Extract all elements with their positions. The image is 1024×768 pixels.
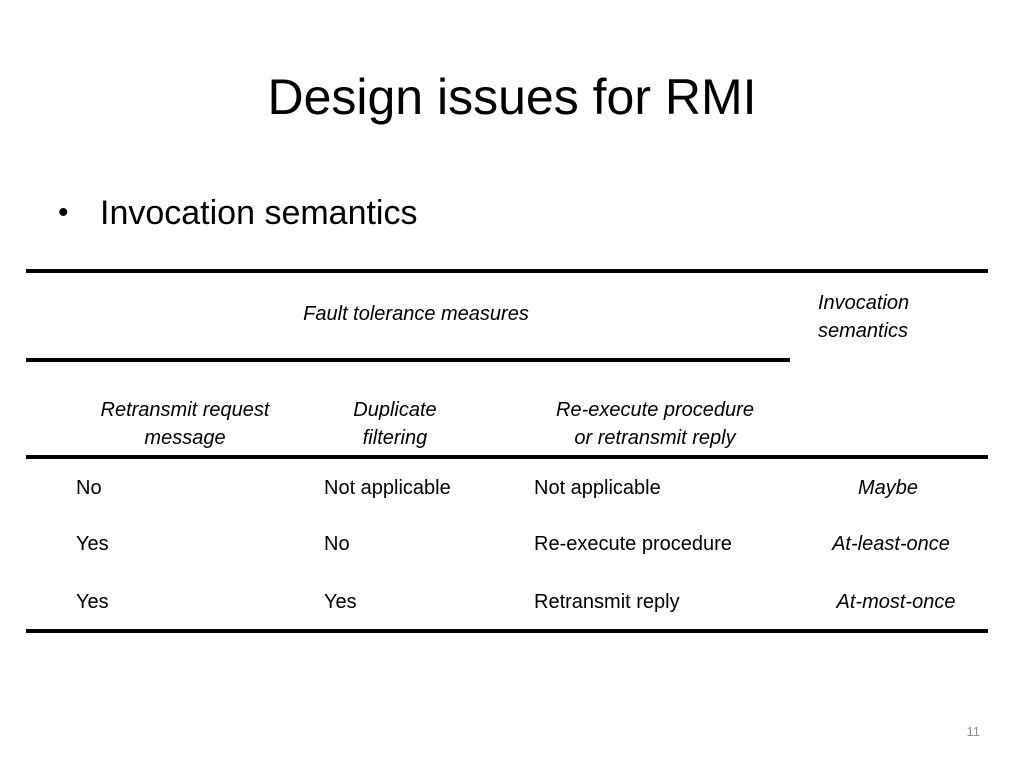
table-cell-r1-reexecute: Not applicable <box>534 477 661 499</box>
header-bottom-rule <box>26 455 988 459</box>
table-cell-r1-semantics: Maybe <box>857 477 919 499</box>
table-cell-r1-retransmit: No <box>76 477 102 499</box>
table-cell-r2-reexecute: Re-execute procedure <box>534 533 732 555</box>
column-header-reexecute-line1: Re-execute procedure <box>556 399 754 421</box>
table-cell-r3-reexecute: Retransmit reply <box>534 591 680 613</box>
group-header-rule <box>26 358 790 362</box>
table-top-rule <box>26 269 988 273</box>
table-cell-r2-filtering: No <box>324 533 350 555</box>
header-invocation-semantics-line1: Invocation <box>818 292 910 314</box>
bullet-item: • Invocation semantics <box>58 190 418 236</box>
column-header-retransmit-line2: message <box>144 427 226 449</box>
table-cell-r3-semantics: At-most-once <box>836 591 956 613</box>
bullet-text: Invocation semantics <box>100 193 418 232</box>
header-invocation-semantics-line2: semantics <box>818 320 909 342</box>
table-cell-r2-retransmit: Yes <box>76 533 109 555</box>
table-cell-r3-retransmit: Yes <box>76 591 109 613</box>
column-header-reexecute-line2: or retransmit reply <box>574 427 736 449</box>
column-header-duplicate-line2: filtering <box>362 427 428 449</box>
table-cell-r2-semantics: At-least-once <box>832 533 950 555</box>
slide-title: Design issues for RMI <box>267 69 757 125</box>
table-bottom-rule <box>26 629 988 633</box>
bullet-dot-icon: • <box>58 196 69 229</box>
column-header-retransmit-line1: Retransmit request <box>100 399 270 421</box>
table-cell-r1-filtering: Not applicable <box>324 477 451 499</box>
table-cell-r3-filtering: Yes <box>324 591 357 613</box>
group-header-fault-tolerance: Fault tolerance measures <box>303 303 529 325</box>
column-header-duplicate-line1: Duplicate <box>353 399 437 421</box>
page-number: 11 <box>966 724 981 739</box>
